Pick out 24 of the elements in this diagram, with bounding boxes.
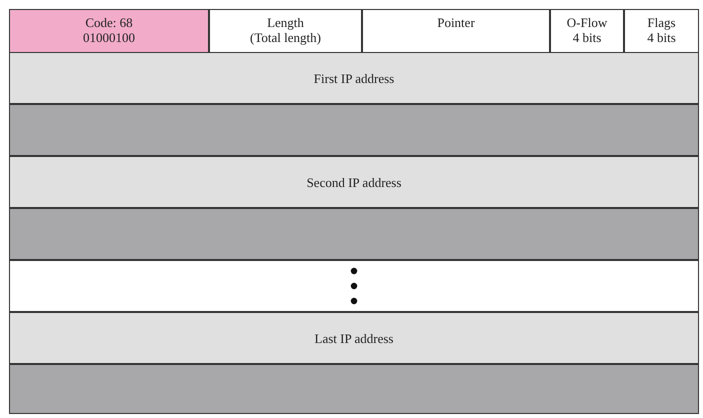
address-row: [9, 52, 699, 104]
field-label: 4 bits: [647, 30, 676, 45]
field-label: 01000100: [83, 30, 135, 45]
field-label: Second IP address: [306, 174, 402, 190]
address-bar: [9, 364, 699, 414]
pointer-field: [362, 9, 550, 53]
length-field: [209, 9, 362, 53]
field-label: Code: 68: [85, 15, 133, 30]
field-label: O-Flow: [566, 15, 608, 30]
address-row: [9, 156, 699, 208]
field-label: Length: [267, 15, 304, 30]
flags-field: [624, 9, 699, 53]
address-bar: [9, 208, 699, 260]
address-row: [9, 312, 699, 364]
field-label: First IP address: [314, 70, 394, 86]
address-bar: [9, 104, 699, 156]
field-label: Last IP address: [314, 330, 394, 346]
overflow-field: [550, 9, 624, 53]
ellipsis-row: [9, 260, 699, 312]
field-label: 4 bits: [572, 30, 602, 45]
field-label: Flags: [647, 15, 676, 30]
field-label: Pointer: [437, 15, 475, 30]
field-label: (Total length): [250, 30, 321, 45]
code-field: [9, 9, 209, 53]
